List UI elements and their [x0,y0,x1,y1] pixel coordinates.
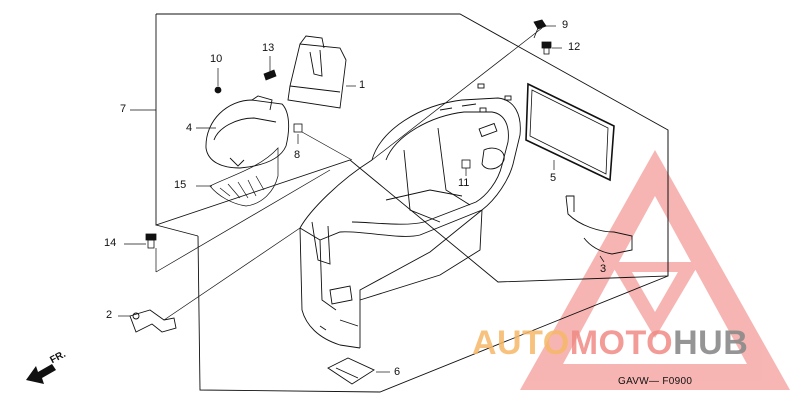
watermark-text-hub: HUB [673,324,749,362]
callout-13: 13 [262,42,275,54]
callout-10: 10 [210,53,223,65]
front-direction-arrow [26,364,56,384]
watermark-text-moto: MOTO [569,324,674,362]
callout-2: 2 [106,309,113,321]
watermark-logo [520,150,790,390]
diagram-code: GAVW— F0900 [618,376,693,387]
callout-8: 8 [294,149,301,161]
callout-7: 7 [120,103,127,115]
part-15-mat [209,147,279,207]
callout-6: 6 [394,366,401,378]
part-1-bracket [287,35,347,109]
watermark-text-auto: AUTO [472,324,570,362]
callout-5: 5 [550,172,557,184]
part-6-pad [327,357,375,385]
hardware [145,19,552,249]
watermark-text: AUTOMOTOHUB [472,324,748,363]
callout-3: 3 [600,263,607,275]
callout-15: 15 [174,179,187,191]
leader-lines [118,25,605,373]
callout-12: 12 [568,41,581,53]
callout-14: 14 [104,237,117,249]
storage-box [299,83,521,349]
callout-4: 4 [186,122,193,134]
callout-9: 9 [562,19,569,31]
part-5-lid [525,82,615,182]
callout-11: 11 [458,177,470,189]
outline-frame [155,13,669,393]
part-2-bracket [129,309,177,333]
part-4-cover [205,95,290,169]
callout-1: 1 [359,79,366,91]
part-3-strap [565,195,633,255]
